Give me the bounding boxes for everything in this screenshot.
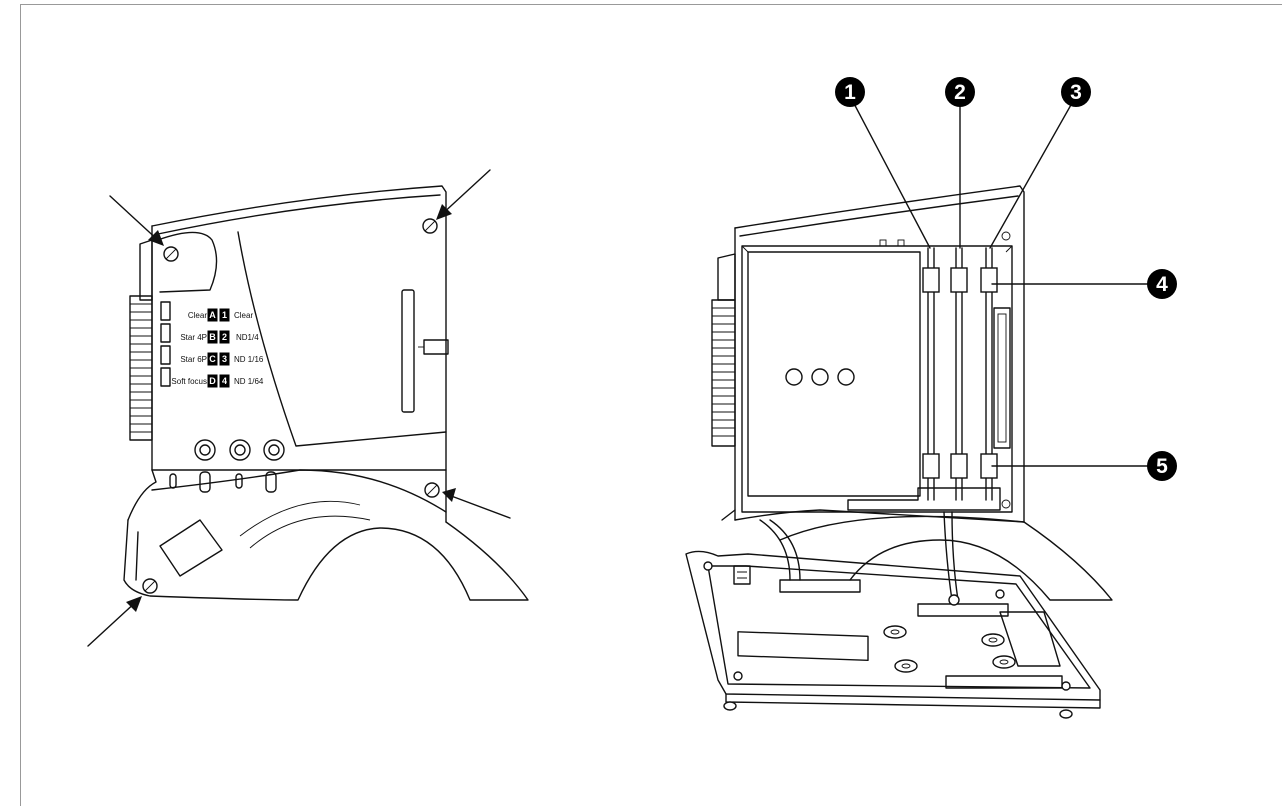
camera-side-cover-open	[685, 185, 1113, 719]
callout-number: 3	[1070, 81, 1082, 104]
filter-letter: B	[209, 332, 216, 342]
arrow-icon	[87, 169, 511, 647]
screw-top-left	[163, 246, 179, 262]
callout-5: 5	[1147, 451, 1177, 481]
filter-right-label: ND 1/16	[234, 355, 264, 364]
tray-grommets	[883, 625, 1016, 673]
filter-left-label: Star 4P	[180, 333, 207, 342]
filter-number: 2	[222, 332, 227, 342]
filter-number: 3	[222, 354, 227, 364]
callout-2: 2	[945, 77, 975, 107]
filter-letter: C	[209, 354, 216, 364]
focus-ring-ridges	[130, 303, 152, 433]
callout-4: 4	[1147, 269, 1177, 299]
filter-number: 1	[222, 310, 227, 320]
filter-left-label: Star 6P	[180, 355, 207, 364]
screw-bottom-left	[142, 578, 158, 594]
screw-top-right	[422, 218, 438, 234]
filter-label-table: Clear A 1 Clear Star 4P B 2 ND1/4 Star 6…	[160, 301, 264, 388]
filter-letter: D	[209, 376, 216, 386]
callout-number: 1	[844, 81, 856, 104]
round-buttons	[194, 439, 285, 461]
filter-right-label: ND1/4	[236, 333, 259, 342]
callout-1: 1	[835, 77, 865, 107]
callout-number: 2	[954, 81, 966, 104]
figure-frame	[20, 4, 1282, 806]
callout-leaders	[849, 95, 1161, 467]
callout-number: 4	[1156, 273, 1168, 296]
filter-right-label: Clear	[234, 311, 253, 320]
filter-letter: A	[209, 310, 216, 320]
internal-circles	[785, 368, 855, 386]
camera-side-cover-closed	[87, 169, 529, 647]
filter-left-label: Clear	[188, 311, 207, 320]
filter-right-label: ND 1/64	[234, 377, 264, 386]
callout-3: 3	[1061, 77, 1091, 107]
toggle-switches	[169, 471, 277, 493]
callout-number: 5	[1156, 455, 1168, 478]
screw-bottom-right	[424, 482, 440, 498]
filter-rails	[847, 247, 1011, 511]
filter-left-label: Soft focus	[171, 377, 207, 386]
filter-number: 4	[222, 376, 227, 386]
